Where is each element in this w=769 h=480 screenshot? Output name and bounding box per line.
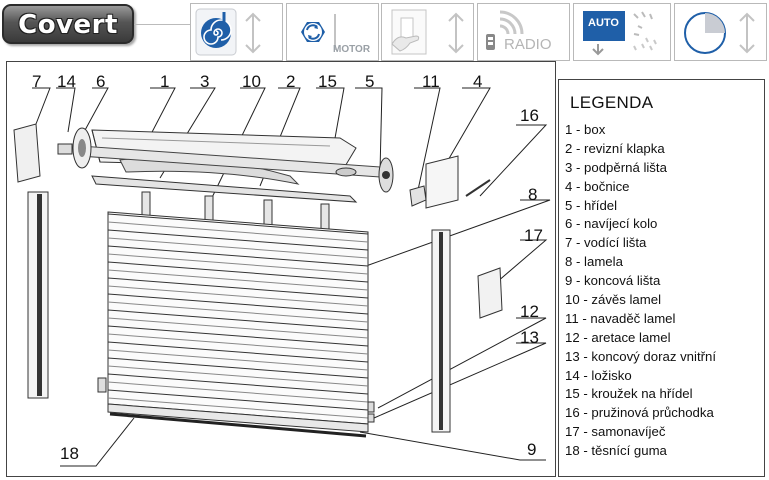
slat-line: [107, 381, 369, 403]
legend-title: LEGENDA: [570, 93, 654, 112]
diagram-frame: [6, 61, 556, 477]
part-number: 4: [473, 72, 483, 91]
slat-line: [107, 357, 369, 379]
legend-item: 18 - těsnící guma: [565, 443, 667, 459]
part-number: 18: [60, 444, 79, 463]
part-number: 9: [527, 440, 537, 459]
slat-line: [107, 245, 369, 267]
radio-label: RADIO: [504, 36, 552, 53]
slat-line: [107, 309, 369, 331]
spring-grommet-part: [465, 179, 491, 197]
tile-auto[interactable]: AUTO: [573, 3, 671, 61]
tile-motor[interactable]: MOTOR: [286, 3, 379, 61]
spiral-icon: [195, 8, 261, 56]
support-rail-part: [91, 175, 358, 203]
legend-item: 17 - samonavíječ: [565, 424, 666, 440]
slat-line: [107, 349, 369, 371]
slat-line: [107, 341, 369, 363]
seal-part: [109, 412, 367, 438]
legend-item: 10 - závěs lamel: [565, 292, 662, 308]
part-number: 1: [160, 72, 170, 91]
part-number: 10: [242, 72, 261, 91]
legend-item: 15 - kroužek na hřídel: [565, 386, 693, 402]
tile-timer[interactable]: [674, 3, 767, 61]
tile-manual-winding[interactable]: [190, 3, 283, 61]
legend-panel: LEGENDA 1 - box 2 - revizní klapka 3 - p…: [558, 79, 765, 477]
auto-sun-rain-icon: [583, 11, 657, 56]
guide-rail-right: [431, 229, 451, 433]
legend-item: 11 - navaděč lamel: [565, 310, 676, 326]
side-plate-part: [425, 155, 459, 209]
legend-list: 1 - box 2 - revizní klapka 3 - podpěrná …: [565, 121, 716, 461]
end-stop-part: [367, 413, 375, 423]
part-number: 16: [520, 106, 539, 125]
legend-item: 13 - koncový doraz vnitřní: [565, 348, 716, 364]
slat-line: [107, 277, 369, 299]
legend-item: 1 - box: [565, 122, 606, 137]
slat-line: [107, 261, 369, 283]
self-winder-part: [477, 267, 503, 319]
slat-line: [107, 237, 369, 259]
legend-item: 14 - ložisko: [565, 367, 632, 383]
slats-curtain: [107, 211, 369, 425]
part-number: 11: [422, 72, 440, 91]
clock-icon: [684, 12, 755, 54]
slat-line: [107, 397, 369, 419]
shaft-part: [78, 145, 394, 193]
legend-item: 7 - vodící lišta: [565, 235, 647, 251]
brand-name: Covert: [18, 10, 118, 40]
part-number: 12: [520, 302, 539, 321]
motor-icon: [301, 14, 336, 50]
hand-switch-icon: [391, 9, 464, 55]
legend-item: 9 - koncová lišta: [565, 273, 661, 289]
slat-line: [107, 317, 369, 339]
part-number: 6: [96, 72, 106, 91]
legend-item: 12 - aretace lamel: [565, 329, 671, 345]
covert-logo: Covert: [2, 4, 134, 44]
part-number: 15: [318, 72, 337, 91]
slat-line: [107, 389, 369, 411]
slat-line: [107, 221, 369, 243]
part-number: 2: [286, 72, 296, 91]
tile-radio[interactable]: RADIO: [477, 3, 570, 61]
slat-line: [107, 229, 369, 251]
part-number: 7: [32, 72, 42, 91]
legend-item: 16 - pružinová průchodka: [565, 405, 714, 421]
slat-line: [107, 253, 369, 275]
legend-item: 2 - revizní klapka: [565, 140, 665, 156]
slat-line: [107, 301, 369, 323]
radio-remote-icon: [486, 10, 524, 50]
tile-switch[interactable]: [381, 3, 474, 61]
winding-wheel-part: [57, 127, 92, 169]
legend-item: 8 - lamela: [565, 254, 623, 270]
slat-lock-part: [367, 401, 375, 413]
part-number: 13: [520, 328, 539, 347]
slat-line: [107, 333, 369, 355]
slat-line: [107, 213, 369, 235]
header-divider: [134, 24, 190, 25]
left-stop-part: [97, 377, 107, 393]
slat-guide-part: [409, 185, 427, 207]
legend-item: 4 - bočnice: [565, 178, 630, 194]
legend-item: 3 - podpěrná lišta: [565, 159, 667, 175]
part-number: 5: [365, 72, 375, 91]
slat-line: [107, 269, 369, 291]
part-number: 3: [200, 72, 210, 91]
part-number: 17: [524, 226, 543, 245]
part-number: 14: [57, 72, 76, 91]
slat-line: [107, 325, 369, 347]
part-number: 8: [528, 185, 538, 204]
slat-hangers: [141, 191, 330, 231]
end-rail-part: [107, 403, 369, 433]
slat-line: [107, 293, 369, 315]
legend-item: 5 - hřídel: [565, 197, 618, 213]
slat-line: [107, 285, 369, 307]
auto-label: AUTO: [588, 17, 619, 29]
legend-item: 6 - navíjecí kolo: [565, 216, 658, 232]
motor-label: MOTOR: [333, 44, 371, 55]
slat-line: [107, 365, 369, 387]
guide-rail-left: [13, 123, 49, 399]
slat-line: [107, 373, 369, 395]
